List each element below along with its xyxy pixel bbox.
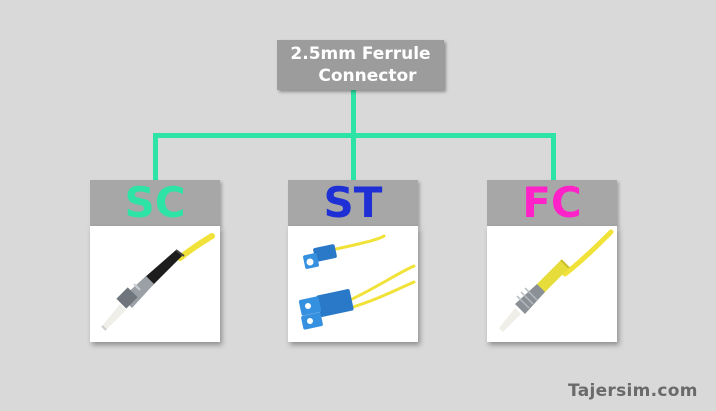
root-node: 2.5mm Ferrule Connector	[277, 40, 444, 90]
st-connector-photo	[90, 226, 220, 342]
root-stem-line	[351, 90, 356, 138]
fc-connector-illustration	[499, 229, 614, 332]
connector-label-st: ST	[323, 178, 383, 227]
connector-label-fc: FC	[522, 178, 582, 227]
st-connector-illustration	[101, 233, 215, 331]
root-title-line2: Connector	[318, 66, 417, 86]
watermark-text: Tajersim.com	[568, 381, 698, 401]
branch-drop-left	[153, 133, 158, 181]
connector-label-sc: SC	[124, 178, 186, 227]
fc-connector-photo	[487, 226, 617, 342]
connector-header-sc: SC	[90, 180, 220, 226]
connector-header-st: ST	[288, 180, 418, 226]
connector-header-fc: FC	[487, 180, 617, 226]
root-title-line1: 2.5mm Ferrule	[290, 44, 431, 64]
branch-drop-middle	[351, 133, 356, 181]
branch-drop-right	[551, 133, 556, 181]
sc-connector-illustration	[298, 234, 416, 330]
sc-connector-photo	[288, 226, 418, 342]
